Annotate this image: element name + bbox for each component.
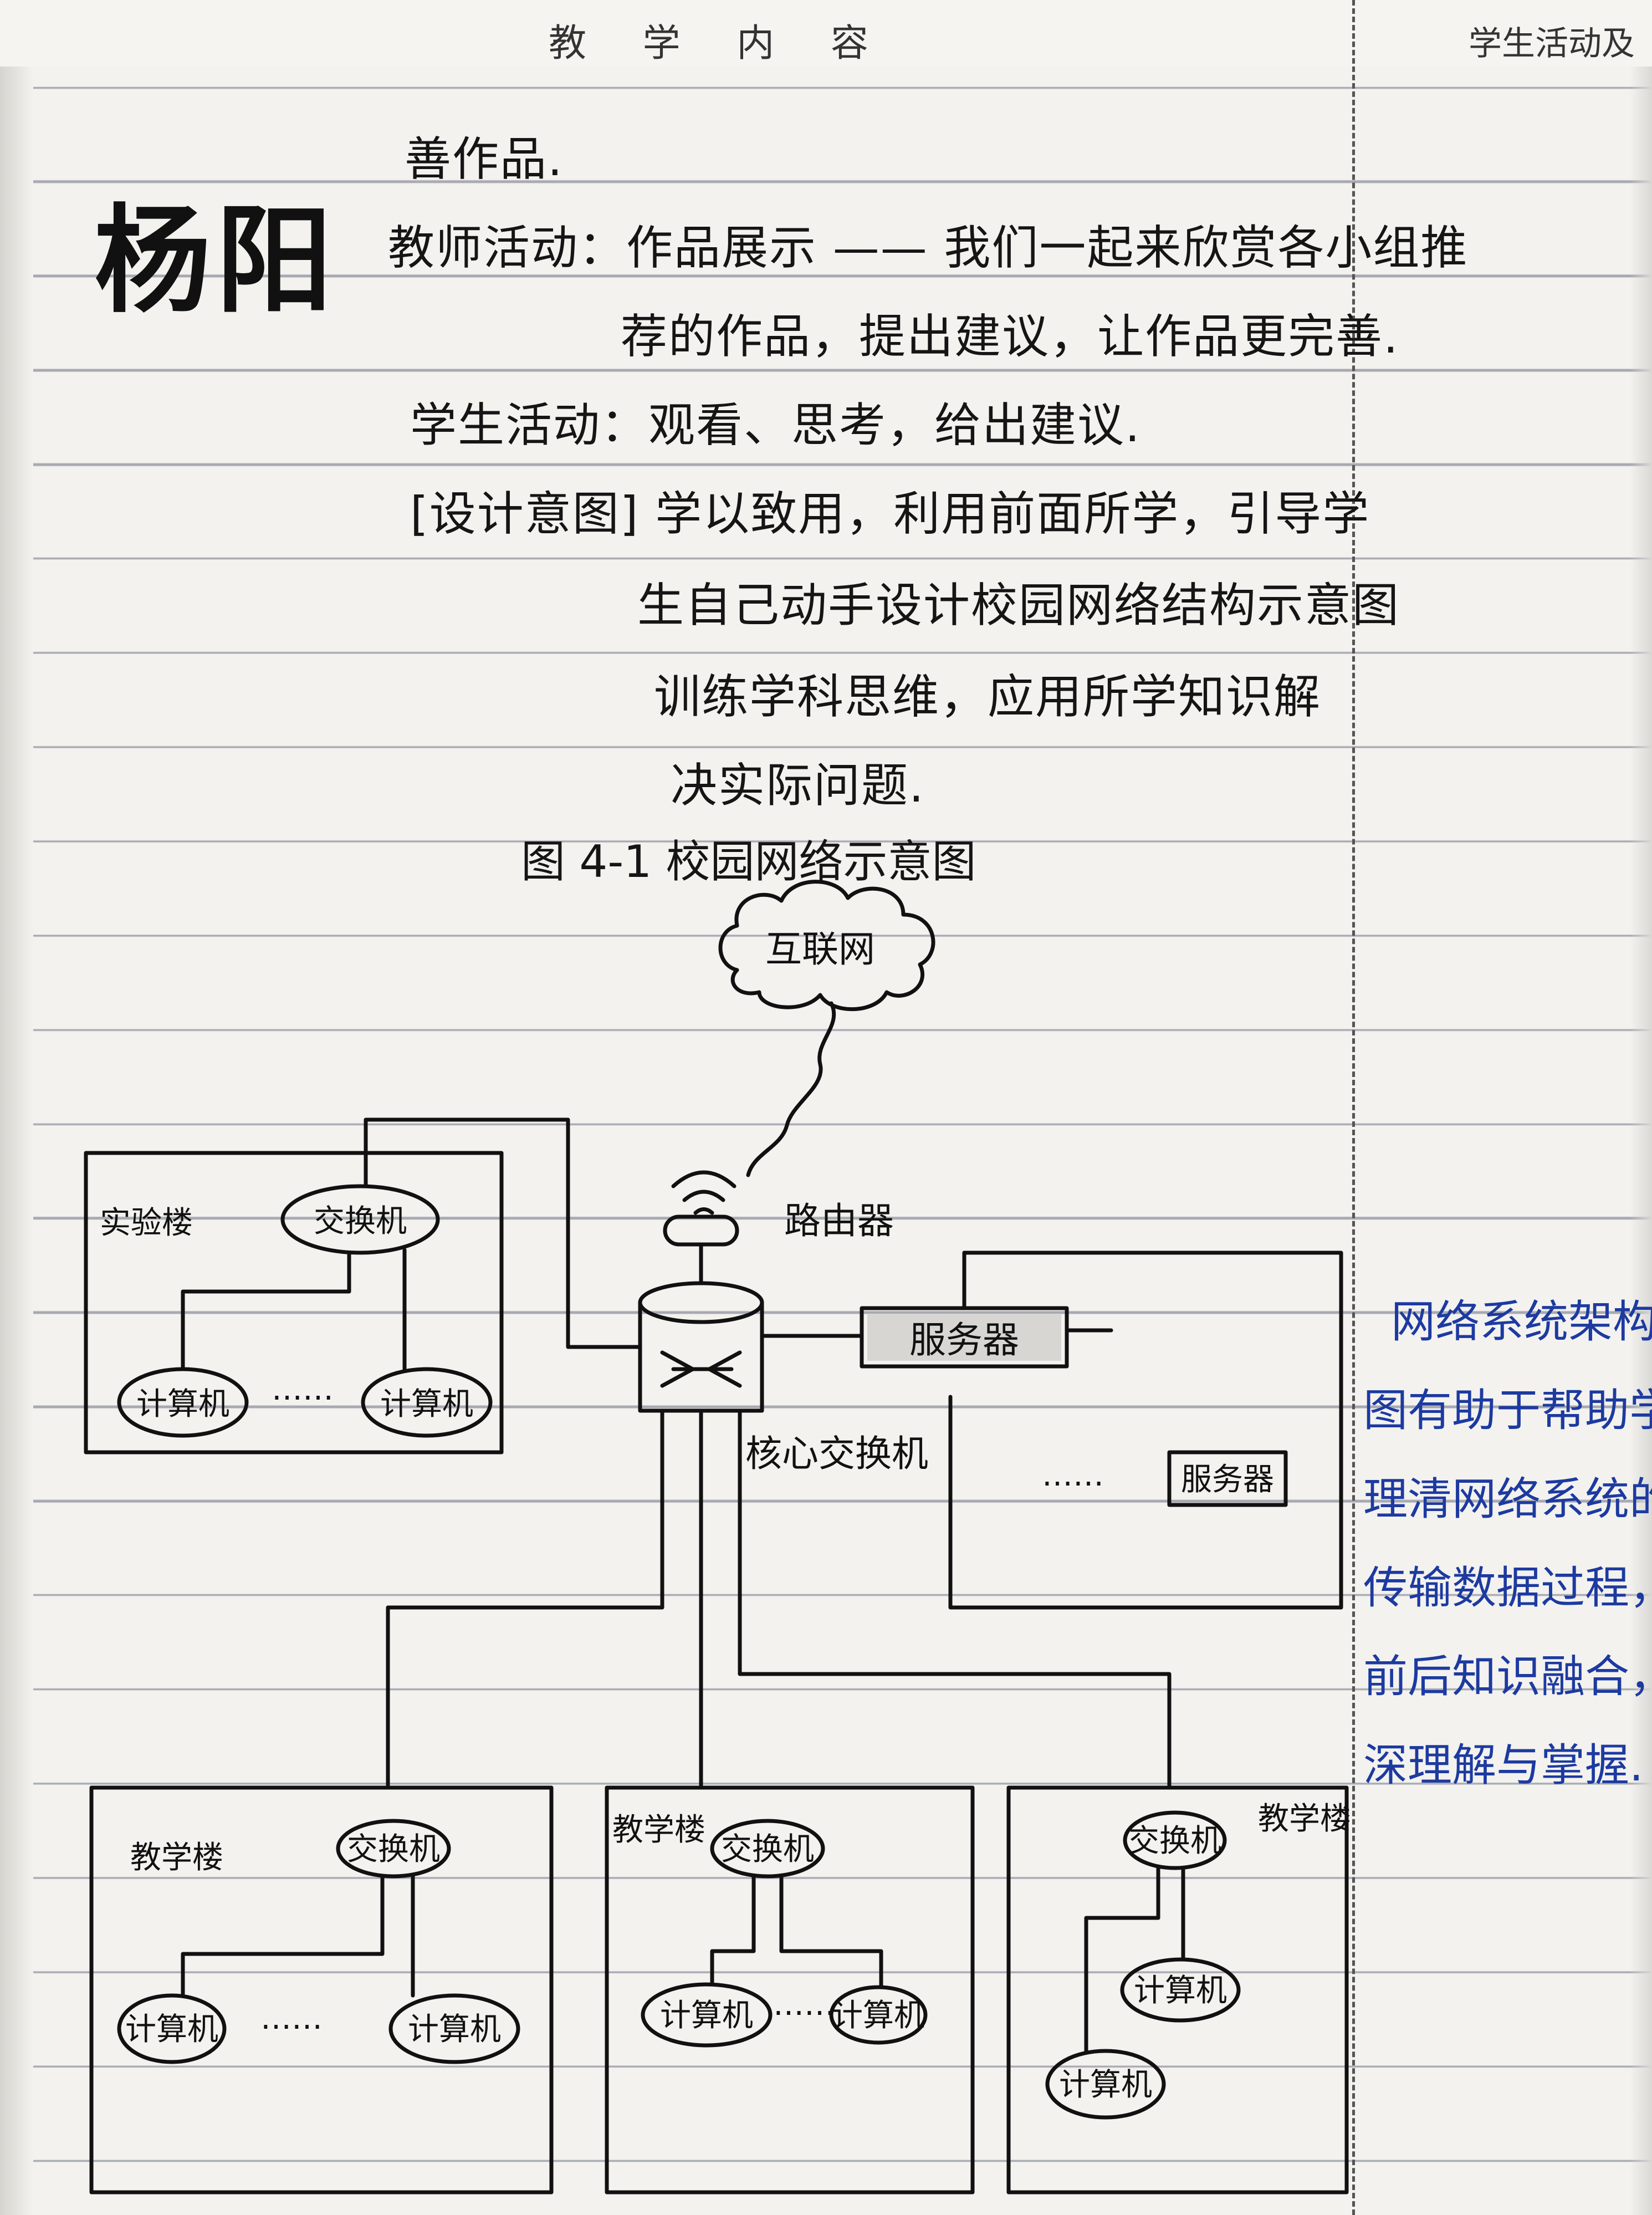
tb2-label: 教学楼 bbox=[612, 1812, 705, 1848]
server-ellipsis: …… bbox=[1042, 1457, 1104, 1493]
reflection-line-2: 图有助于帮助学生 bbox=[1363, 1385, 1652, 1436]
header-teaching-content: 教 学 内 容 bbox=[549, 22, 891, 65]
tb3-computer-bottom-label: 计算机 bbox=[1059, 2067, 1152, 2103]
tb2-switch-label: 交换机 bbox=[721, 1831, 814, 1867]
internet-label: 互联网 bbox=[765, 928, 875, 971]
lab-building-label: 实验楼 bbox=[100, 1205, 193, 1241]
body-line-6: 生自己动手设计校园网络结构示意图 bbox=[637, 578, 1400, 632]
reflection-line-3: 理清网络系统的 bbox=[1363, 1473, 1652, 1525]
tb1-computer-left-icon bbox=[117, 1993, 227, 2064]
tb1-switch-icon bbox=[336, 1819, 451, 1879]
tb1-computer-right-icon bbox=[388, 1993, 520, 2064]
tb3-computer-top-icon bbox=[1120, 1957, 1241, 2023]
tb1-computer-left-label: 计算机 bbox=[125, 2012, 218, 2048]
body-line-1: 善作品. bbox=[405, 132, 564, 186]
teaching-building-3-box bbox=[1006, 1785, 1349, 2194]
body-line-8: 决实际问题. bbox=[671, 758, 925, 813]
tb3-computer-top-label: 计算机 bbox=[1134, 1973, 1227, 2009]
core-switch-label: 核心交换机 bbox=[745, 1432, 928, 1475]
server-main-label: 服务器 bbox=[909, 1319, 1019, 1361]
tb2-computer-right-icon bbox=[829, 1985, 928, 2045]
body-line-3: 荐的作品，提出建议，让作品更完善. bbox=[621, 309, 1399, 364]
tb2-computer-left-label: 计算机 bbox=[660, 1998, 753, 2034]
tb3-label: 教学楼 bbox=[1258, 1801, 1351, 1837]
internet-link bbox=[746, 1001, 836, 1177]
tb3-switch-icon bbox=[1123, 1810, 1227, 1870]
router-icon bbox=[663, 1214, 739, 1247]
author-name: 杨阳 bbox=[94, 192, 339, 329]
tb1-switch-label: 交换机 bbox=[347, 1831, 440, 1867]
core-switch-icon bbox=[638, 1281, 764, 1413]
reflection-line-1: 网络系统架构 bbox=[1391, 1296, 1652, 1348]
header-band bbox=[0, 0, 1652, 67]
tb1-ellipsis: …… bbox=[260, 2000, 323, 2037]
tb3-computer-bottom-icon bbox=[1045, 2049, 1166, 2120]
body-line-7: 训练学科思维，应用所学知识解 bbox=[654, 670, 1322, 724]
tb2-switch-icon bbox=[710, 1819, 825, 1879]
wifi-icon bbox=[671, 1170, 737, 1215]
tb2-computer-right-label: 计算机 bbox=[832, 1998, 925, 2034]
page-side-shadow bbox=[1630, 0, 1652, 2215]
body-line-5: [设计意图] 学以致用，利用前面所学，引导学 bbox=[410, 487, 1370, 541]
lab-computer-right-icon bbox=[361, 1367, 493, 1438]
tb2-ellipsis: …… bbox=[773, 1987, 835, 2023]
lab-computer-left-label: 计算机 bbox=[136, 1386, 229, 1422]
page-edge-shadow bbox=[0, 0, 33, 2215]
column-divider bbox=[1352, 0, 1355, 2215]
tb1-label: 教学楼 bbox=[130, 1840, 223, 1876]
body-line-2: 教师活动：作品展示 —— 我们一起来欣赏各小组推 bbox=[388, 221, 1469, 275]
teaching-building-2-box bbox=[605, 1785, 975, 2194]
server-secondary-box bbox=[1167, 1450, 1288, 1507]
lab-computer-right-label: 计算机 bbox=[380, 1386, 473, 1422]
lab-switch-label: 交换机 bbox=[314, 1203, 407, 1239]
internet-cloud-icon bbox=[718, 880, 935, 1012]
tb3-switch-label: 交换机 bbox=[1128, 1823, 1221, 1859]
teaching-building-1-box bbox=[89, 1785, 554, 2194]
header-student-activity: 学生活动及 bbox=[1469, 24, 1635, 63]
body-line-4: 学生活动：观看、思考，给出建议. bbox=[410, 398, 1141, 452]
server-secondary-label: 服务器 bbox=[1181, 1462, 1274, 1498]
reflection-line-6: 深理解与掌握. bbox=[1363, 1739, 1644, 1791]
tb1-computer-right-label: 计算机 bbox=[408, 2012, 501, 2048]
lab-ellipsis: …… bbox=[272, 1371, 334, 1407]
reflection-line-5: 前后知识融合，加 bbox=[1363, 1651, 1652, 1702]
lab-building-box bbox=[84, 1151, 504, 1454]
server-room-box bbox=[948, 1251, 1343, 1610]
router-label: 路由器 bbox=[784, 1200, 894, 1242]
reflection-line-4: 传输数据过程，在 bbox=[1363, 1562, 1652, 1614]
lab-switch-icon bbox=[280, 1184, 440, 1255]
figure-caption: 图 4-1 校园网络示意图 bbox=[521, 836, 976, 887]
tb2-computer-left-icon bbox=[641, 1982, 773, 2048]
